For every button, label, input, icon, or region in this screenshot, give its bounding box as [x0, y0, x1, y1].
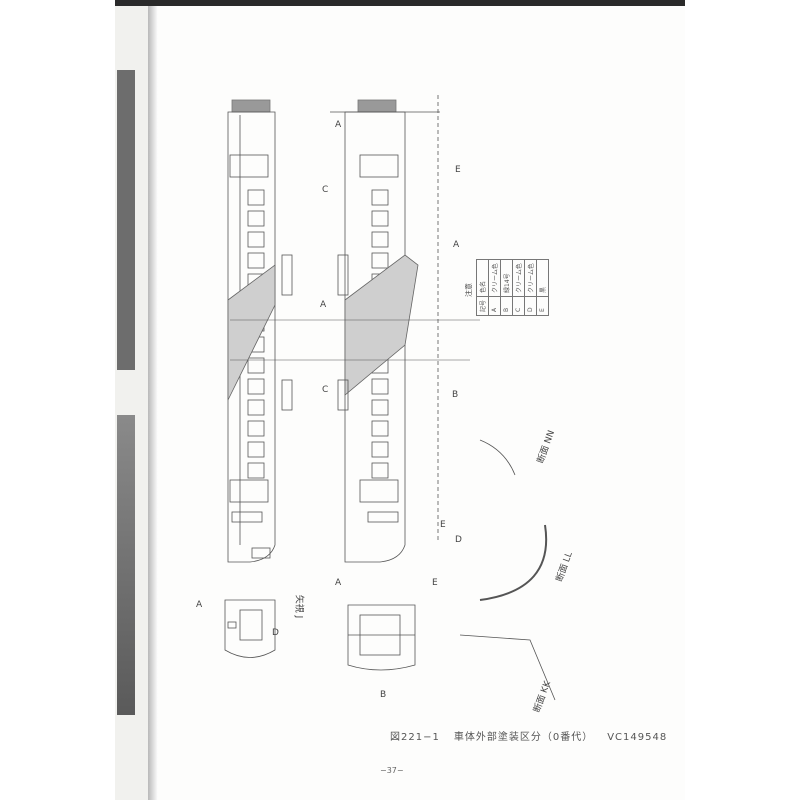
- table-header: 記号: [476, 296, 489, 316]
- car-window: [371, 231, 389, 248]
- car-window: [247, 420, 265, 437]
- car-window: [247, 399, 265, 416]
- table-cell: C: [512, 296, 525, 316]
- car-window: [371, 462, 389, 479]
- note-label: 注意: [465, 283, 473, 297]
- car-window: [371, 420, 389, 437]
- car-window: [371, 399, 389, 416]
- label-a: A: [335, 578, 342, 588]
- car-window: [247, 231, 265, 248]
- car-window: [247, 357, 265, 374]
- scan-top-edge: [115, 0, 685, 6]
- label-d: D: [272, 628, 279, 638]
- label-c: C: [322, 185, 329, 195]
- label-a: A: [335, 120, 342, 130]
- section-nn-curve: [479, 439, 516, 476]
- label-a: A: [196, 600, 203, 610]
- car-window: [247, 252, 265, 269]
- hatched-zone-b: [227, 264, 276, 401]
- figure-caption: 図221−1 車体外部塗装区分（0番代） VC149548: [390, 728, 681, 743]
- car-window: [247, 378, 265, 395]
- car-window: [247, 462, 265, 479]
- facing-page-photo: [117, 70, 135, 370]
- car-window: [371, 378, 389, 395]
- table-cell: 緑14号: [500, 259, 513, 297]
- car-window: [371, 189, 389, 206]
- table-header: 色名: [476, 259, 489, 297]
- label-e: E: [455, 165, 461, 175]
- table-cell: B: [500, 296, 513, 316]
- label-a: A: [320, 300, 327, 310]
- table-cell: クリーム色: [488, 259, 501, 297]
- end-view-front: [224, 599, 276, 658]
- car-window: [247, 189, 265, 206]
- car-window: [371, 252, 389, 269]
- document-page: [158, 6, 685, 800]
- table-cell: クリーム色: [512, 259, 525, 297]
- table-cell: A: [488, 296, 501, 316]
- figure-number: 図221−1: [390, 732, 440, 743]
- book-gutter-shadow: [148, 6, 158, 800]
- label-c: C: [322, 385, 329, 395]
- car-window: [247, 210, 265, 227]
- facing-page-photo: [117, 415, 135, 715]
- label-a: A: [453, 240, 460, 250]
- label-b: B: [380, 690, 387, 700]
- label-d: D: [455, 535, 462, 545]
- car-window: [371, 441, 389, 458]
- label-e: E: [440, 520, 446, 530]
- label-e: E: [432, 578, 438, 588]
- car-window: [247, 441, 265, 458]
- label-b: B: [452, 390, 459, 400]
- drawing-code: VC149548: [607, 732, 668, 743]
- figure-title: 車体外部塗装区分（0番代）: [453, 732, 594, 743]
- section-ll-curve: [479, 524, 548, 601]
- view-j-label: 矢視 J: [293, 594, 304, 619]
- table-cell: D: [524, 296, 537, 316]
- hatched-zone-b: [344, 254, 419, 396]
- table-cell: クリーム色: [524, 259, 537, 297]
- table-cell: E: [536, 296, 549, 316]
- page-number: −37−: [380, 766, 404, 775]
- table-cell: 黒: [536, 259, 549, 297]
- end-view-rear: [347, 604, 416, 671]
- car-window: [371, 210, 389, 227]
- section-kk-curve: [459, 634, 556, 701]
- car-elevation-right: [330, 95, 440, 563]
